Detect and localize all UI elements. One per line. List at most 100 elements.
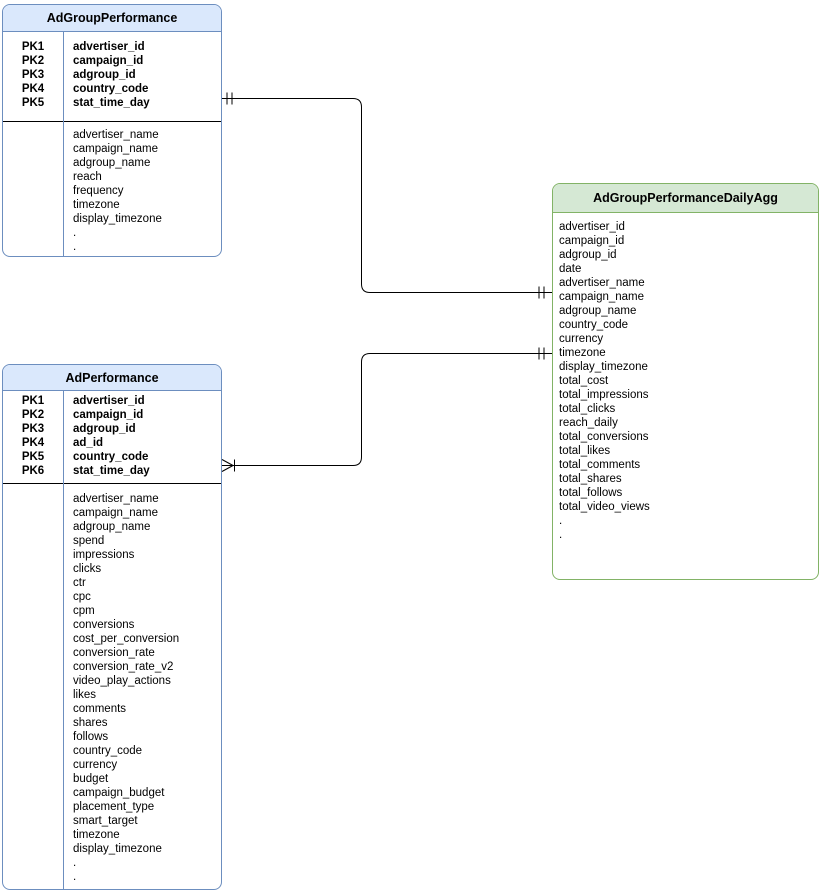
field-name: date <box>559 263 582 275</box>
pk-field-name: campaign_id <box>73 55 144 67</box>
entity-adperformance: AdPerformance PK1 advertiser_id PK2 camp… <box>2 364 222 890</box>
entity-body: PK1 advertiser_id PK2 campaign_id PK3 ad… <box>3 32 221 256</box>
pk-row: PK2 campaign_id <box>3 408 221 422</box>
primary-key-section: PK1 advertiser_id PK2 campaign_id PK3 ad… <box>3 391 221 483</box>
field-name: country_code <box>559 319 629 331</box>
field-row: spend <box>3 534 221 548</box>
field-row: likes <box>3 688 221 702</box>
field-name: adgroup_name <box>73 521 151 533</box>
field-row: clicks <box>3 562 221 576</box>
field-row: country_code <box>553 318 818 332</box>
relationship-line <box>222 98 552 293</box>
field-row: . <box>3 240 221 254</box>
field-row: total_comments <box>553 458 818 472</box>
entity-adgroupperformancedailyagg: AdGroupPerformanceDailyAgg advertiser_id… <box>552 183 819 580</box>
field-name: cpm <box>73 605 95 617</box>
field-row: budget <box>3 772 221 786</box>
field-row: campaign_budget <box>3 786 221 800</box>
cardinality-exactly-one-icon <box>538 286 545 299</box>
pk-field-name: stat_time_day <box>73 465 150 477</box>
pk-label: PK4 <box>21 83 45 95</box>
pk-field-name: advertiser_id <box>73 395 145 407</box>
field-row: total_likes <box>553 444 818 458</box>
pk-label: PK4 <box>21 437 45 449</box>
cardinality-exactly-one-icon <box>538 347 545 360</box>
field-row: adgroup_name <box>553 304 818 318</box>
field-row: currency <box>3 758 221 772</box>
field-name: cost_per_conversion <box>73 633 180 645</box>
field-name: . <box>559 515 563 527</box>
field-name: advertiser_name <box>73 129 159 141</box>
relationship-adperformance-to-dailyagg <box>221 347 552 472</box>
field-row: advertiser_id <box>553 220 818 234</box>
pk-label: PK6 <box>21 465 45 477</box>
field-name: spend <box>73 535 105 547</box>
pk-row: PK3 adgroup_id <box>3 422 221 436</box>
cardinality-exactly-one-icon <box>226 92 233 105</box>
pk-row: PK1 advertiser_id <box>3 394 221 408</box>
column-divider <box>63 391 64 889</box>
field-name: adgroup_name <box>73 157 151 169</box>
field-row: campaign_name <box>3 506 221 520</box>
field-row: total_video_views <box>553 500 818 514</box>
pk-field-name: country_code <box>73 451 149 463</box>
relationship-line <box>222 353 552 466</box>
pk-row: PK6 stat_time_day <box>3 464 221 478</box>
field-row: advertiser_name <box>3 492 221 506</box>
field-row: comments <box>3 702 221 716</box>
entity-body: PK1 advertiser_id PK2 campaign_id PK3 ad… <box>3 391 221 889</box>
field-name: total_conversions <box>559 431 649 443</box>
field-name: follows <box>73 731 109 743</box>
field-name: . <box>73 241 77 253</box>
field-row: cpc <box>3 590 221 604</box>
field-row: conversion_rate_v2 <box>3 660 221 674</box>
cardinality-one-or-many-icon <box>221 459 235 472</box>
field-name: ctr <box>73 577 86 589</box>
field-name: impressions <box>73 549 135 561</box>
field-row: . <box>3 226 221 240</box>
field-row: adgroup_name <box>3 520 221 534</box>
field-row: country_code <box>3 744 221 758</box>
field-row: . <box>553 514 818 528</box>
field-name: currency <box>73 759 118 771</box>
field-row: date <box>553 262 818 276</box>
field-row: placement_type <box>3 800 221 814</box>
field-name: advertiser_id <box>559 221 625 233</box>
field-row: adgroup_name <box>3 156 221 170</box>
field-row: total_shares <box>553 472 818 486</box>
field-name: conversions <box>73 619 135 631</box>
field-name: total_video_views <box>559 501 650 513</box>
field-name: . <box>559 529 563 541</box>
field-row: campaign_id <box>553 234 818 248</box>
field-row: conversions <box>3 618 221 632</box>
field-row: . <box>3 856 221 870</box>
pk-row: PK3 adgroup_id <box>3 68 221 82</box>
field-row: total_conversions <box>553 430 818 444</box>
field-name: likes <box>73 689 97 701</box>
field-row: currency <box>553 332 818 346</box>
field-row: reach <box>3 170 221 184</box>
section-divider <box>3 121 221 122</box>
field-row: video_play_actions <box>3 674 221 688</box>
field-row: . <box>553 528 818 542</box>
field-row: campaign_name <box>3 142 221 156</box>
field-name: total_shares <box>559 473 622 485</box>
field-name: . <box>73 227 77 239</box>
field-row: campaign_name <box>553 290 818 304</box>
field-row: smart_target <box>3 814 221 828</box>
attribute-section: advertiser_name campaign_name adgroup_na… <box>3 122 221 254</box>
field-row: . <box>3 870 221 884</box>
field-name: smart_target <box>73 815 138 827</box>
field-name: country_code <box>73 745 143 757</box>
field-row: reach_daily <box>553 416 818 430</box>
pk-label: PK3 <box>21 423 45 435</box>
column-divider <box>63 32 64 256</box>
field-name: advertiser_name <box>559 277 645 289</box>
pk-field-name: adgroup_id <box>73 423 136 435</box>
pk-row: PK5 country_code <box>3 450 221 464</box>
pk-label: PK1 <box>21 395 45 407</box>
field-name: campaign_name <box>73 507 159 519</box>
field-row: total_impressions <box>553 388 818 402</box>
field-row: follows <box>3 730 221 744</box>
entity-title: AdGroupPerformance <box>3 5 221 32</box>
